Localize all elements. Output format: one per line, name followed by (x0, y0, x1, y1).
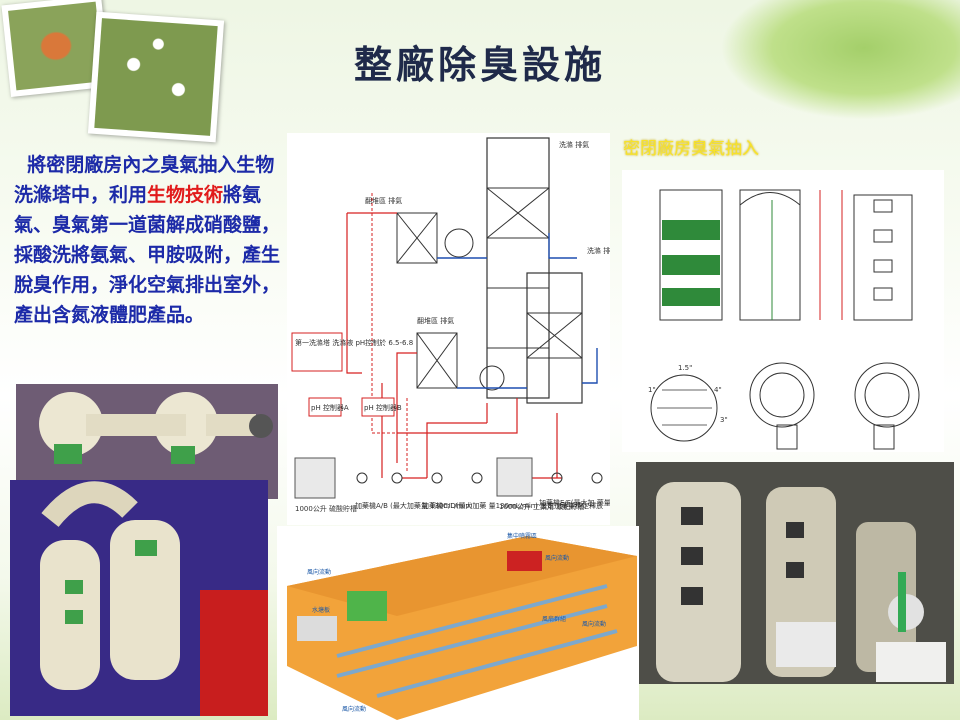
wind-label-4: 風向流動 (342, 705, 366, 713)
body-text-highlight: 生物技術 (147, 184, 224, 206)
process-diagram: 第一洗滌塔 洗滌液 pH控制於 6.5-6.8 pH 控制器A pH 控制器B … (287, 133, 610, 525)
pile-exhaust-1: 翻堆區 排氣 (365, 196, 402, 205)
tank-2-label: 1000公升 工業用 液肥貯槽 (499, 502, 584, 511)
tank-1-label: 1000公升 硫酸貯槽 (295, 504, 357, 513)
installed-towers-photo (636, 462, 954, 684)
pump-ab-label: 加藥機A/B (最大加藥量 130mL/min) (355, 501, 473, 510)
fan-label: 風扇群組 (542, 615, 566, 623)
wind-label-1: 風向流動 (307, 568, 331, 576)
tower-technical-drawing: 1.5" 1" 4" 3" (622, 170, 944, 452)
body-text-part-1: 將密閉廠房內之臭氣抽入生物洗滌塔中，利用 (14, 154, 275, 206)
ph-controller-a: pH 控制器A (311, 403, 349, 412)
right-caption: 密閉廠房臭氣抽入 (623, 139, 759, 159)
pile-exhaust-2: 翻堆區 排氣 (417, 316, 454, 325)
ph-controller-b: pH 控制器B (364, 403, 402, 412)
wind-label-3: 風向流動 (582, 620, 606, 628)
pump-cd-label: 加藥機C/D(最大加藥 量130mL/min) 設定加藥量穩定釋放 (422, 501, 603, 510)
port-4-label: 4" (714, 386, 722, 394)
exhaust-top-label: 洗滌 排氣 (559, 140, 589, 149)
dim-label: 1.5" (678, 364, 692, 372)
wind-label-2: 風向流動 (545, 554, 569, 562)
port-3-label: 3" (720, 416, 728, 424)
slide-title: 整廠除臭設施 (353, 42, 606, 87)
background-photo-daisies (87, 11, 225, 143)
port-1-label: 1" (648, 386, 656, 394)
exhaust-mid-label: 洗滌 排氣 (587, 246, 610, 255)
scrubber-model-side (10, 480, 268, 716)
ph-setting-label: 第一洗滌塔 洗滌液 pH控制於 6.5-6.8 (295, 338, 413, 347)
body-paragraph: 將密閉廠房內之臭氣抽入生物洗滌塔中，利用生物技術將氨氣、臭氣第一道菌解成硝酸鹽，… (14, 150, 284, 330)
water-label: 水塘板 (312, 606, 330, 614)
center-spray-label: 集中噴霧區 (507, 532, 537, 540)
background-tree (720, 0, 960, 120)
plant-floor-model: 風向流動 風向流動 風向流動 風向流動 集中噴霧區 水塘板 風扇群組 (277, 526, 639, 720)
scrubber-model-top (16, 384, 278, 499)
body-text-part-3: 將氨氣、臭氣第一道菌解成硝酸鹽，採酸洗將氨氣、甲胺吸附，產生脫臭作用，淨化空氣排… (14, 184, 281, 326)
